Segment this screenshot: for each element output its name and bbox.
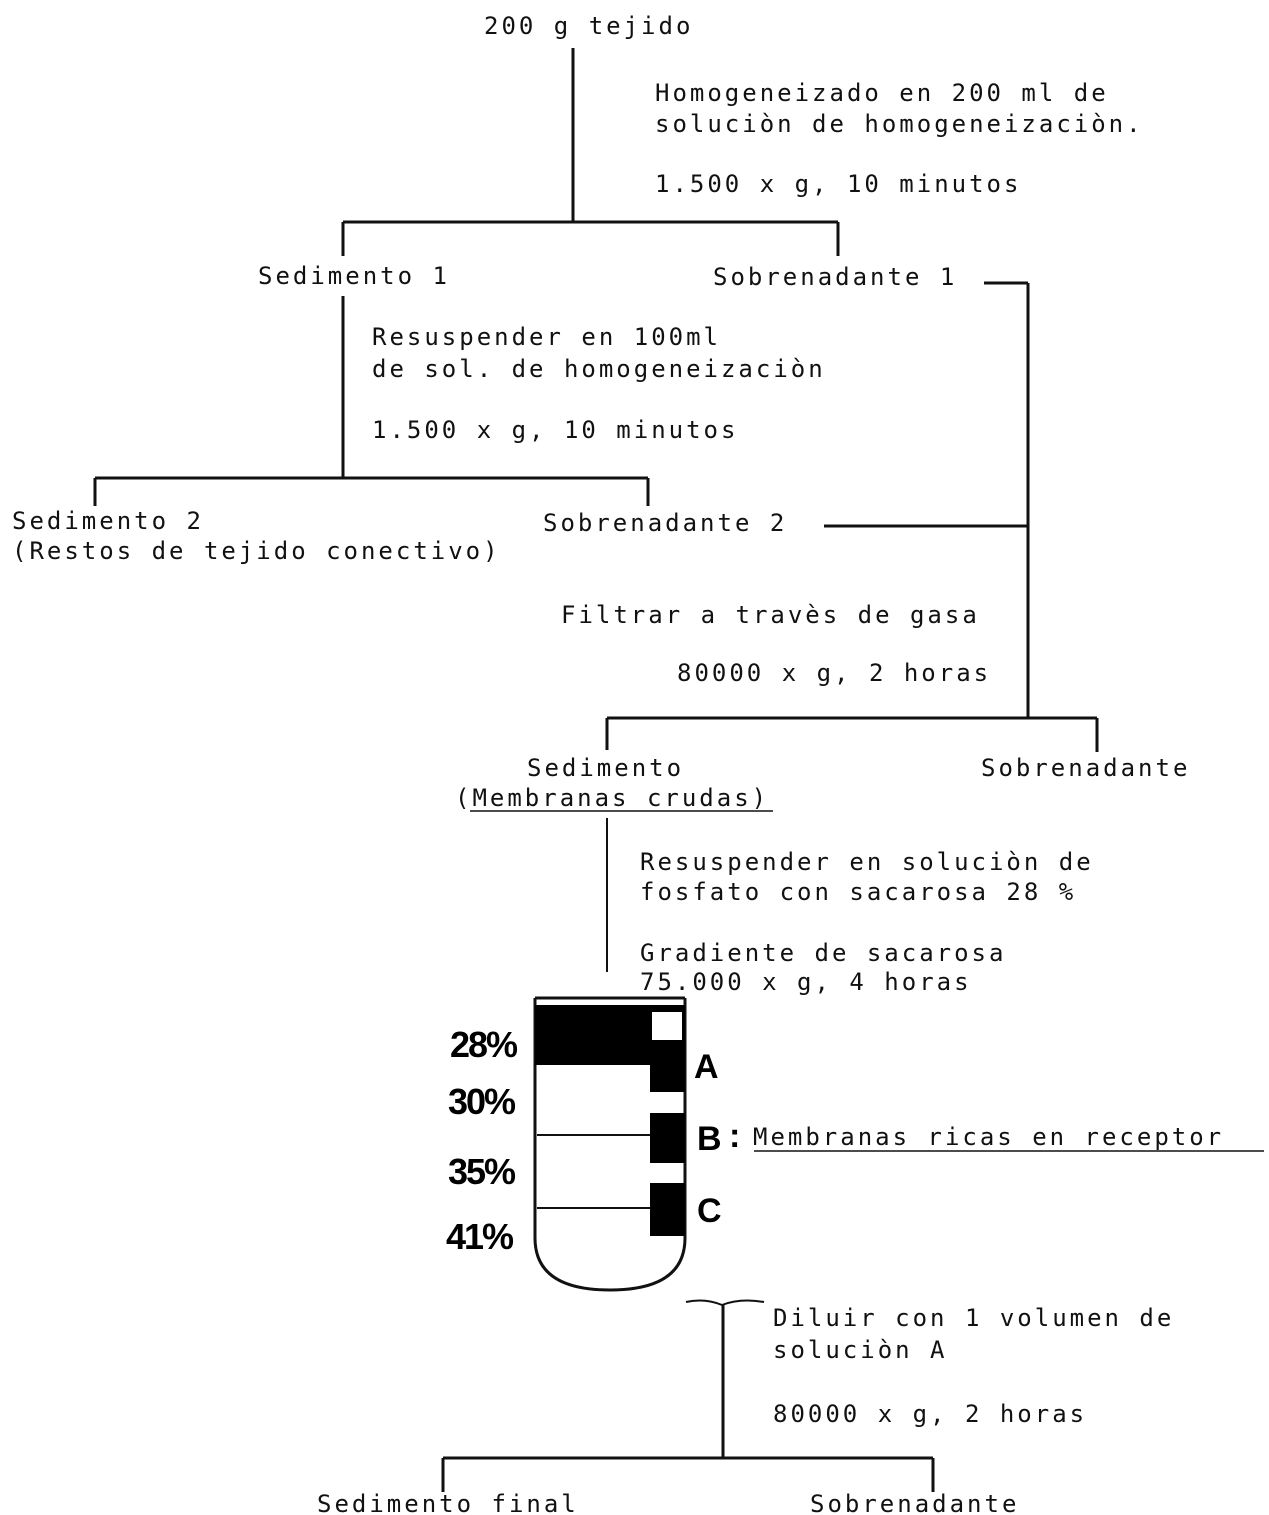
step3-line1: Filtrar a travès de gasa bbox=[561, 601, 980, 629]
sobrenadante-3-label: Sobrenadante bbox=[981, 754, 1190, 782]
step4-spin: 75.000 x g, 4 horas bbox=[640, 968, 972, 996]
step2-line2: de sol. de homogeneizaciòn bbox=[372, 355, 826, 383]
collection-brace bbox=[685, 1299, 765, 1307]
tube-outline bbox=[533, 998, 687, 1292]
band-c-marker bbox=[650, 1183, 685, 1236]
start-label: 200 g tejido bbox=[484, 12, 693, 40]
band-b-label: B bbox=[697, 1120, 722, 1158]
note-open-paren: ( bbox=[455, 784, 472, 812]
centrifuge-tube bbox=[533, 996, 687, 1292]
band-a-label: A bbox=[694, 1048, 719, 1086]
step3-spin: 80000 x g, 2 horas bbox=[677, 659, 991, 687]
step5-line2: soluciòn A bbox=[773, 1336, 948, 1364]
band-b-separator: : bbox=[729, 1117, 740, 1155]
band-b-description: Membranas ricas en receptor bbox=[753, 1123, 1224, 1151]
step2-spin: 1.500 x g, 10 minutos bbox=[372, 416, 738, 444]
sedimento-2-label: Sedimento 2 bbox=[12, 507, 204, 535]
band-a-marker bbox=[650, 1040, 685, 1092]
note-close-paren: ) bbox=[752, 784, 769, 812]
sobrenadante-2-label: Sobrenadante 2 bbox=[543, 509, 787, 537]
sedimento-2-note: (Restos de tejido conectivo) bbox=[12, 537, 501, 565]
sedimento-1-label: Sedimento 1 bbox=[258, 262, 450, 290]
sobrenadante-final-label: Sobrenadante bbox=[810, 1490, 1019, 1515]
band-c-label: C bbox=[697, 1192, 722, 1230]
step4-line2: fosfato con sacarosa 28 % bbox=[640, 878, 1076, 906]
step1-line2: soluciòn de homogeneizaciòn. bbox=[655, 110, 1144, 138]
step4-line1: Resuspender en soluciòn de bbox=[640, 848, 1094, 876]
layer-28-window bbox=[652, 1012, 682, 1040]
band-b-marker bbox=[650, 1113, 685, 1163]
level-30-label: 30% bbox=[448, 1081, 516, 1122]
level-28-label: 28% bbox=[450, 1024, 518, 1065]
connectors bbox=[93, 48, 1099, 1492]
level-35-label: 35% bbox=[448, 1151, 516, 1192]
step1-line1: Homogeneizado en 200 ml de bbox=[655, 79, 1109, 107]
sedimento-3-label: Sedimento bbox=[527, 754, 684, 782]
step1-spin: 1.500 x g, 10 minutos bbox=[655, 170, 1021, 198]
sedimento-3-note: (Membranas crudas) bbox=[455, 784, 769, 812]
level-41-label: 41% bbox=[446, 1216, 514, 1257]
sobrenadante-1-label: Sobrenadante 1 bbox=[713, 263, 957, 291]
step4-line3: Gradiente de sacarosa bbox=[640, 939, 1006, 967]
step2-line1: Resuspender en 100ml bbox=[372, 323, 721, 351]
step5-spin: 80000 x g, 2 horas bbox=[773, 1400, 1087, 1428]
sedimento-final-label: Sedimento final bbox=[317, 1490, 579, 1515]
note-membranas-crudas: Membranas crudas bbox=[472, 784, 751, 812]
step5-line1: Diluir con 1 volumen de bbox=[773, 1304, 1174, 1332]
